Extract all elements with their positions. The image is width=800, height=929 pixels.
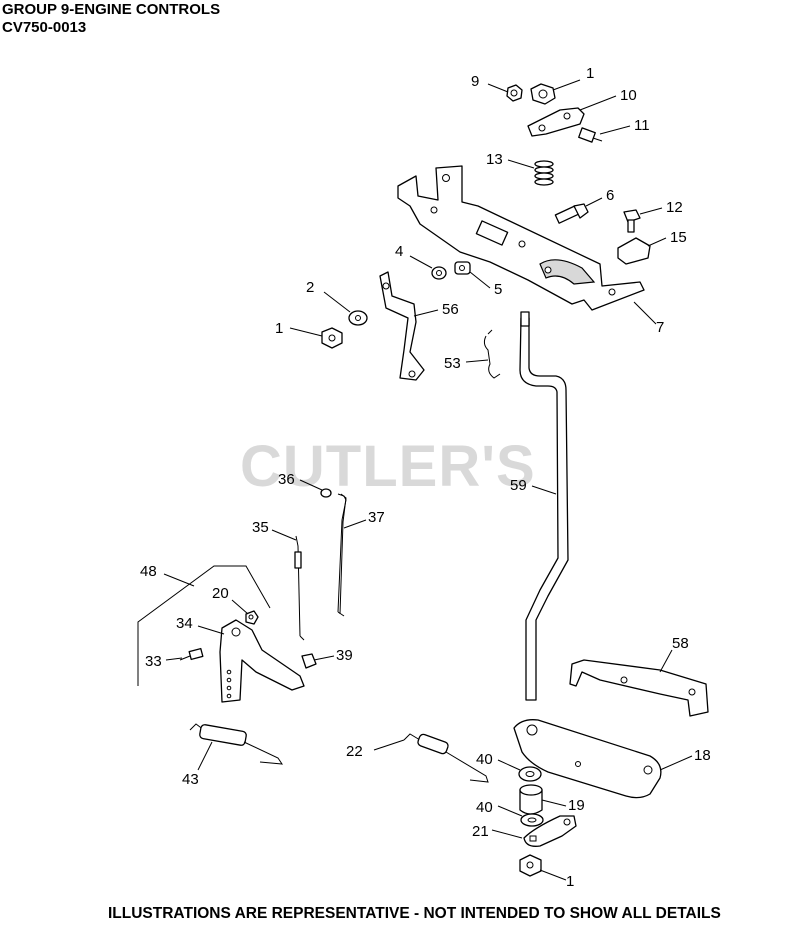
callout-18: 18 [694, 747, 711, 764]
part-washer-2[interactable] [348, 310, 368, 326]
callout-58: 58 [672, 635, 689, 652]
callout-13: 13 [486, 151, 503, 168]
part-nut-9[interactable] [506, 84, 523, 102]
callout-19: 19 [568, 797, 585, 814]
callout-36: 36 [278, 471, 295, 488]
callout-53: 53 [444, 355, 461, 372]
part-lever-34[interactable] [219, 619, 305, 703]
part-36[interactable] [320, 488, 332, 498]
callout-11: 11 [634, 117, 650, 134]
callout-20: 20 [212, 585, 229, 602]
part-spacer-19[interactable] [519, 784, 543, 815]
part-clip-39[interactable] [301, 653, 317, 669]
part-washer-40-lower[interactable] [520, 813, 544, 827]
callout-9: 9 [471, 73, 479, 90]
part-bracket-10[interactable] [527, 107, 585, 137]
callout-43: 43 [182, 771, 199, 788]
part-arm-21[interactable] [523, 815, 577, 847]
part-nut-20[interactable] [245, 610, 259, 625]
part-plate-18[interactable] [513, 719, 662, 799]
callout-12: 12 [666, 199, 683, 216]
callout-40b: 40 [476, 799, 493, 816]
part-bolt-6[interactable] [554, 203, 589, 224]
callout-1c: 1 [566, 873, 574, 890]
part-clip-15[interactable] [617, 237, 651, 265]
leader-lines [163, 79, 693, 881]
part-control-plate-7[interactable] [397, 165, 645, 311]
part-nut-1-left[interactable] [321, 327, 343, 349]
callout-39: 39 [336, 647, 353, 664]
part-rod-59[interactable] [519, 311, 569, 701]
part-washer-40-upper[interactable] [518, 766, 542, 782]
part-bracket-58[interactable] [569, 659, 709, 717]
callout-4: 4 [395, 243, 403, 260]
callout-6: 6 [606, 187, 614, 204]
callout-21: 21 [472, 823, 489, 840]
callout-10: 10 [620, 87, 637, 104]
callout-1: 1 [586, 65, 594, 82]
model-number: CV750-0013 [2, 19, 87, 36]
part-screw-33[interactable] [179, 647, 204, 661]
callout-34: 34 [176, 615, 193, 632]
part-nut-1-top[interactable] [530, 83, 556, 105]
callout-59: 59 [510, 477, 527, 494]
callout-7: 7 [656, 319, 664, 336]
assembly-outline-48 [137, 565, 271, 686]
part-clip-53[interactable] [483, 329, 501, 379]
part-spring-13[interactable] [534, 160, 554, 186]
callout-37: 37 [368, 509, 385, 526]
callout-48: 48 [140, 563, 157, 580]
watermark: CUTLER'S [240, 434, 536, 499]
part-spring-22[interactable] [403, 733, 489, 783]
callout-40: 40 [476, 751, 493, 768]
part-spring-link-35[interactable] [294, 535, 305, 641]
callout-33: 33 [145, 653, 162, 670]
part-washer-5[interactable] [454, 261, 471, 275]
callout-15: 15 [670, 229, 687, 246]
disclaimer-footer: ILLUSTRATIONS ARE REPRESENTATIVE - NOT I… [108, 905, 721, 922]
callout-1b: 1 [275, 320, 283, 337]
part-rod-37[interactable] [337, 493, 347, 617]
part-screw-12[interactable] [623, 209, 641, 233]
part-screw-11[interactable] [578, 127, 603, 143]
part-washer-4[interactable] [431, 266, 447, 280]
callout-56: 56 [442, 301, 459, 318]
callout-22: 22 [346, 743, 363, 760]
callout-labels: 9 1 10 11 13 6 12 15 4 5 2 56 7 1 53 36 … [140, 65, 711, 890]
page-title: GROUP 9-ENGINE CONTROLS [2, 1, 221, 18]
callout-5: 5 [494, 281, 502, 298]
callout-35: 35 [252, 519, 269, 536]
part-nut-1-bottom[interactable] [519, 854, 542, 877]
part-spring-43[interactable] [189, 723, 283, 765]
part-bracket-56[interactable] [379, 271, 425, 381]
callout-2: 2 [306, 279, 314, 296]
